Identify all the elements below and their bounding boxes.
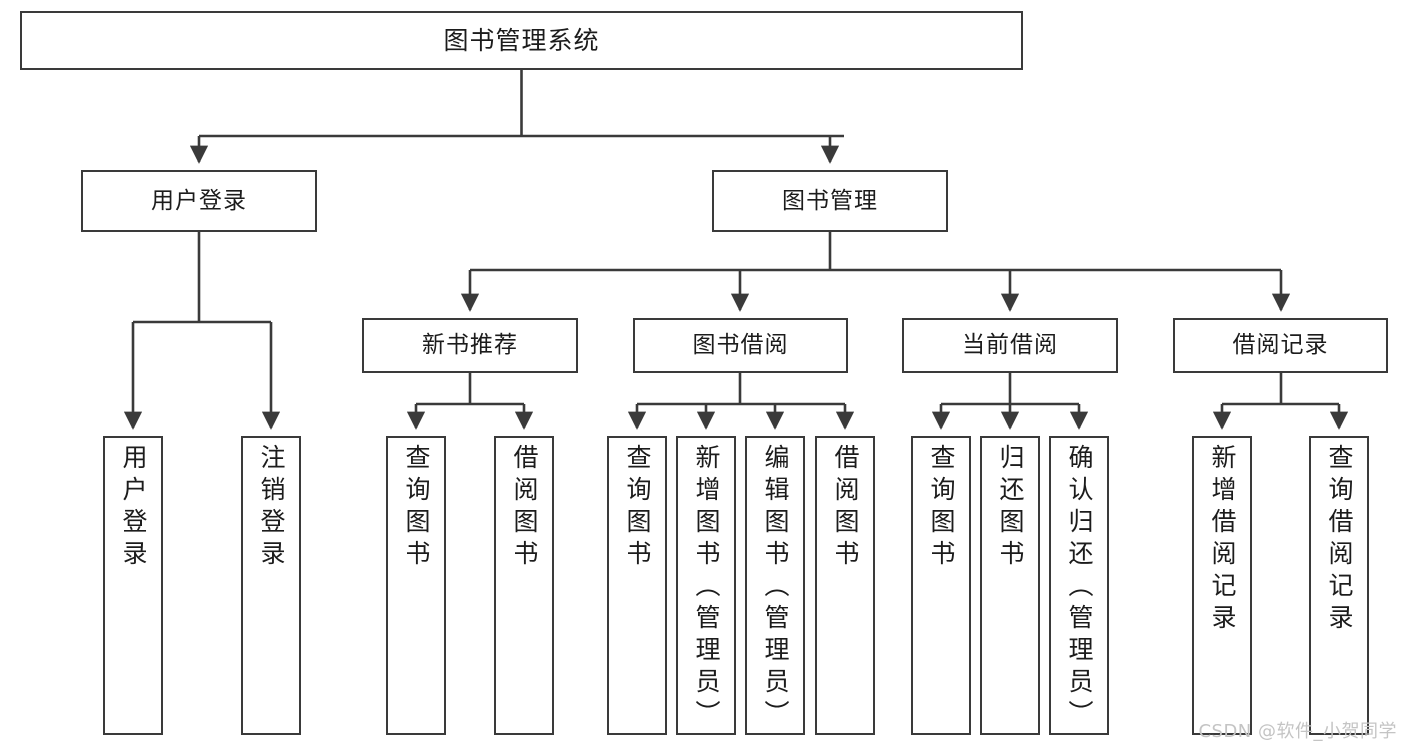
node-new-book-recommend[interactable]: 新书推荐: [362, 318, 578, 373]
node-book-management[interactable]: 图书管理: [712, 170, 948, 232]
leaf-current-borrow-confirm-return[interactable]: 确认归还（管理员）: [1049, 436, 1109, 735]
node-label: 新增图书（管理员）: [692, 444, 721, 732]
node-label: 查询图书: [927, 444, 956, 572]
leaf-current-borrow-query[interactable]: 查询图书: [911, 436, 971, 735]
leaf-user-login-logout[interactable]: 注销登录: [241, 436, 301, 735]
node-label: 借阅记录: [1232, 332, 1329, 359]
leaf-user-login-login[interactable]: 用户登录: [103, 436, 163, 735]
leaf-current-borrow-return[interactable]: 归还图书: [980, 436, 1040, 735]
node-borrow-record[interactable]: 借阅记录: [1173, 318, 1388, 373]
node-label: 用户登录: [151, 187, 247, 214]
node-label: 新增借阅记录: [1208, 444, 1237, 636]
node-label: 用户登录: [119, 444, 148, 572]
node-label: 图书管理系统: [443, 26, 600, 55]
node-label: 图书借阅: [692, 332, 789, 359]
node-label: 新书推荐: [422, 332, 518, 359]
node-label: 查询图书: [623, 444, 652, 572]
node-label: 注销登录: [257, 444, 286, 572]
node-label: 图书管理: [782, 187, 878, 214]
node-root-system[interactable]: 图书管理系统: [20, 11, 1023, 70]
leaf-new-book-borrow[interactable]: 借阅图书: [494, 436, 554, 735]
node-label: 编辑图书（管理员）: [761, 444, 790, 732]
leaf-borrow-record-query[interactable]: 查询借阅记录: [1309, 436, 1369, 735]
leaf-new-book-query[interactable]: 查询图书: [386, 436, 446, 735]
leaf-book-borrow-query[interactable]: 查询图书: [607, 436, 667, 735]
leaf-book-borrow-borrow[interactable]: 借阅图书: [815, 436, 875, 735]
node-book-borrow[interactable]: 图书借阅: [633, 318, 848, 373]
node-label: 归还图书: [996, 444, 1025, 572]
node-user-login[interactable]: 用户登录: [81, 170, 317, 232]
leaf-book-borrow-edit[interactable]: 编辑图书（管理员）: [745, 436, 805, 735]
node-label: 查询借阅记录: [1325, 444, 1354, 636]
node-label: 当前借阅: [962, 332, 1058, 359]
node-current-borrow[interactable]: 当前借阅: [902, 318, 1118, 373]
node-label: 借阅图书: [831, 444, 860, 572]
node-label: 借阅图书: [510, 444, 539, 572]
leaf-book-borrow-add[interactable]: 新增图书（管理员）: [676, 436, 736, 735]
node-label: 确认归还（管理员）: [1065, 444, 1094, 732]
node-label: 查询图书: [402, 444, 431, 572]
leaf-borrow-record-add[interactable]: 新增借阅记录: [1192, 436, 1252, 735]
watermark-text: CSDN @软件_小贺同学: [1198, 721, 1397, 742]
